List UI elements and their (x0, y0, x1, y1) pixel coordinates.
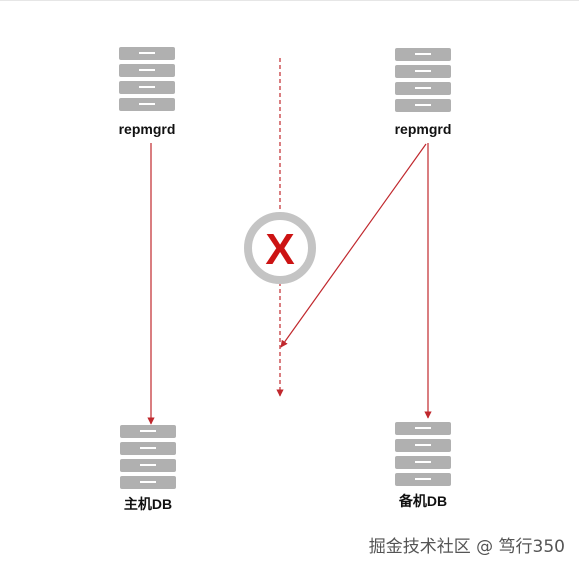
db-standby-label: 备机DB (398, 493, 448, 509)
db-standby-server-icon (395, 422, 451, 486)
failure-x-symbol: X (265, 225, 294, 274)
failure-x-mark-icon: X (244, 212, 316, 284)
agent-standby-label: repmgrd (394, 121, 452, 137)
agent-primary-label: repmgrd (118, 121, 176, 137)
arrow-standby-agent-to-barrier (280, 143, 427, 348)
watermark-text: 掘金技术社区 @ 笃行350 (368, 537, 565, 557)
db-primary-label: 主机DB (123, 496, 173, 512)
agent-standby-server-icon (395, 48, 451, 112)
db-primary-server-icon (120, 425, 176, 489)
agent-primary-server-icon (119, 47, 175, 111)
top-divider (0, 0, 579, 1)
